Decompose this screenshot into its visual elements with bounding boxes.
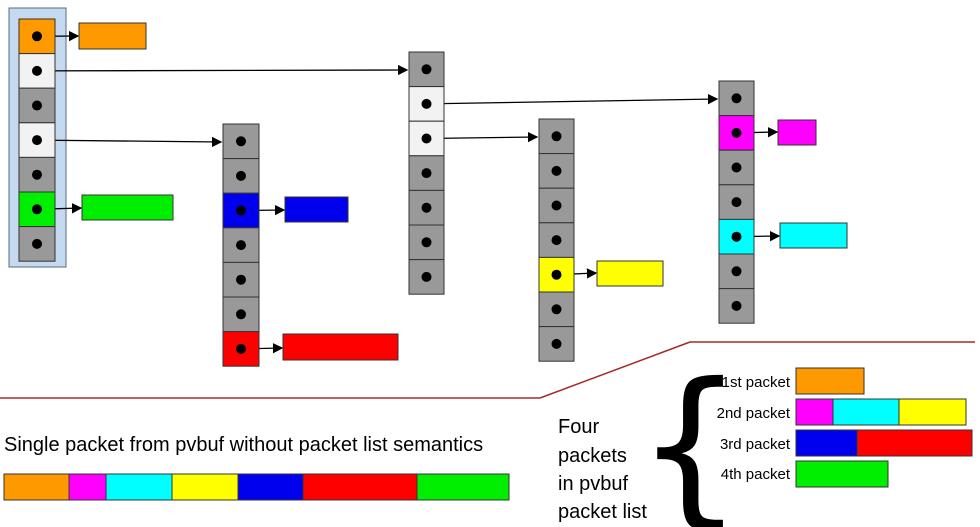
- single-packet-segment-blue: [237, 473, 304, 501]
- pointer-dot: [236, 136, 246, 147]
- pointer-dot: [421, 133, 432, 144]
- pointer-dot: [551, 235, 562, 246]
- single-packet-segment-yellow: [171, 473, 239, 501]
- data-buffer-magenta: [777, 119, 817, 146]
- single-packet-bar: [3, 473, 510, 501]
- pointer-dot: [731, 231, 742, 242]
- pointer-arrow: [426, 131, 539, 143]
- pointer-dot: [731, 127, 742, 138]
- pointer-arrows: [36, 30, 781, 354]
- pointer-dot: [551, 165, 562, 176]
- pointer-dot: [236, 205, 246, 216]
- packet-segment-orange: [795, 367, 865, 395]
- single-packet-segment-red: [302, 473, 418, 501]
- data-buffer-green: [81, 194, 174, 221]
- pointer-dot: [32, 135, 42, 146]
- pointer-dot: [551, 131, 562, 142]
- single-packet-segment-cyan: [105, 473, 173, 501]
- pointer-dot: [421, 168, 432, 179]
- pointer-dot: [421, 237, 432, 248]
- pointer-dot: [551, 338, 562, 349]
- single-packet-segment-magenta: [68, 473, 107, 501]
- data-buffer-orange: [78, 22, 147, 50]
- pointer-dot: [32, 238, 42, 249]
- pointer-dot: [32, 204, 42, 215]
- pointer-dot: [32, 169, 42, 180]
- data-buffer-red: [282, 333, 399, 361]
- pointer-dot: [236, 170, 246, 181]
- pointer-dot: [236, 274, 246, 285]
- pointer-dot: [32, 31, 42, 42]
- data-buffer-yellow: [596, 260, 664, 287]
- packet-label-4: 4th packet: [721, 466, 791, 483]
- pointer-array-root: [18, 18, 56, 262]
- pointer-dot: [731, 300, 742, 311]
- pointer-array-level-2a: [222, 123, 260, 367]
- pointer-dot: [731, 93, 742, 104]
- packet-segment-yellow: [898, 398, 967, 426]
- pointer-dot: [421, 202, 432, 213]
- pointer-arrow: [426, 93, 719, 105]
- packet-list-bars: [795, 367, 973, 488]
- pointer-arrow: [36, 64, 409, 76]
- pointer-cell: [718, 115, 755, 151]
- packet-label-3: 3rd packet: [720, 436, 791, 453]
- pointer-arrays: [18, 18, 755, 367]
- pointer-dot: [236, 309, 246, 320]
- packet-label-2: 2nd packet: [717, 405, 791, 422]
- single-packet-segment-orange: [3, 473, 70, 501]
- packet-label-1: 1st packet: [722, 374, 791, 391]
- pointer-array-level-2b: [408, 51, 445, 295]
- pointer-dot: [236, 343, 246, 354]
- single-packet-segment-green: [416, 473, 510, 501]
- pointer-dot: [551, 304, 562, 315]
- pointer-dot: [421, 271, 432, 282]
- data-buffers: [78, 22, 848, 361]
- pointer-dot: [551, 200, 562, 211]
- packet-segment-cyan: [832, 398, 900, 426]
- packet-segment-magenta: [795, 398, 834, 426]
- pointer-dot: [421, 98, 432, 109]
- packet-segment-blue: [795, 429, 858, 457]
- packet-list-caption-line-2: packets: [558, 445, 627, 467]
- packet-list-brace: {: [636, 347, 744, 527]
- packet-list-caption-line-4: packet list: [558, 501, 647, 523]
- packet-segment-green: [795, 460, 889, 488]
- pointer-dot: [731, 197, 742, 208]
- pointer-dot: [421, 64, 432, 75]
- data-buffer-cyan: [779, 222, 848, 249]
- pointer-dot: [731, 266, 742, 277]
- divider-diagonal: [539, 341, 691, 399]
- pointer-arrow: [36, 136, 223, 148]
- pointer-dot: [32, 65, 42, 76]
- single-packet-caption: Single packet from pvbuf without packet …: [4, 434, 483, 456]
- pointer-dot: [32, 100, 42, 111]
- pointer-array-level-3b: [718, 80, 755, 324]
- pointer-array-level-3a: [538, 118, 575, 362]
- packet-list-caption-line-1: Four: [558, 416, 599, 438]
- data-buffer-blue: [284, 196, 349, 223]
- pointer-dot: [731, 162, 742, 173]
- pointer-dot: [236, 240, 246, 251]
- pointer-dot: [551, 269, 562, 280]
- packet-segment-red: [856, 429, 973, 457]
- packet-list-caption-line-3: in pvbuf: [558, 473, 628, 495]
